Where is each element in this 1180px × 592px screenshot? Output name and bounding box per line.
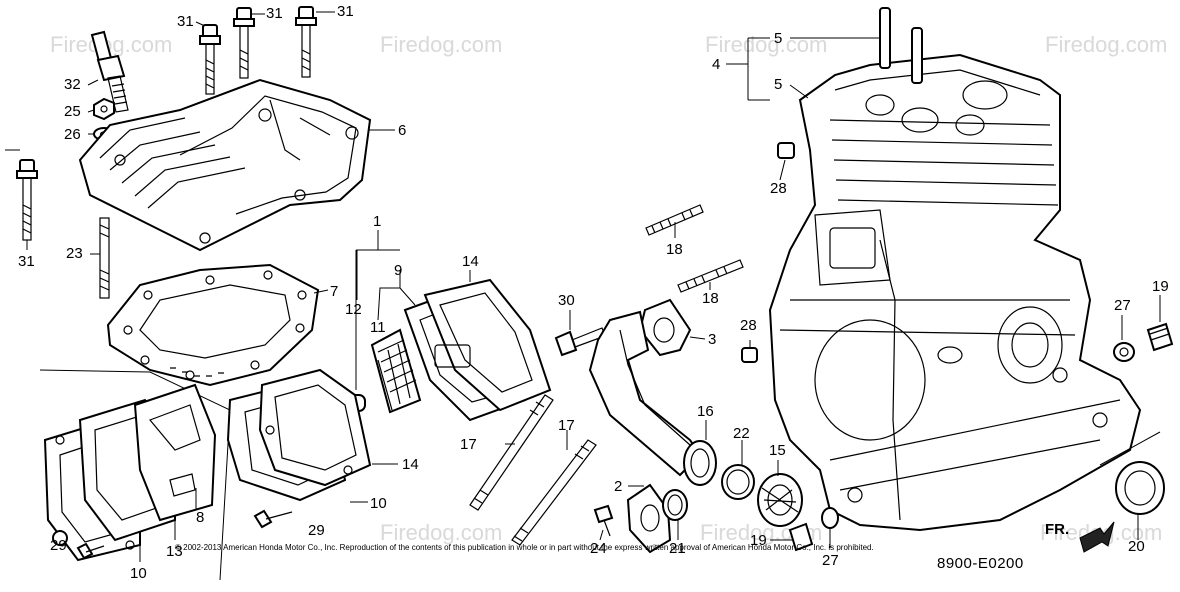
callout-26: 26 — [64, 126, 81, 143]
stud-17-a-drawing — [469, 394, 554, 511]
callout-29: 29 — [308, 522, 325, 539]
callout-7: 7 — [330, 283, 338, 300]
screw-24-drawing — [593, 504, 614, 537]
callout-31: 31 — [177, 13, 194, 30]
callout-18: 18 — [702, 290, 719, 307]
callout-14: 14 — [402, 456, 419, 473]
callout-20: 20 — [1128, 538, 1145, 555]
rocker-cover-drawing — [78, 78, 372, 252]
bolt-31-a-drawing — [199, 24, 221, 95]
callout-28: 28 — [770, 180, 787, 197]
callout-32: 32 — [64, 76, 81, 93]
o-ring-21-inner — [667, 494, 683, 516]
spark-plug-drawing — [90, 30, 129, 113]
watermark: Firedog.com — [50, 32, 172, 57]
nut-hole — [100, 105, 108, 113]
callout-17: 17 — [460, 436, 477, 453]
callout-11: 11 — [370, 319, 386, 336]
stud-17-b-drawing — [511, 439, 597, 546]
crankcase-drawing — [768, 53, 1142, 532]
callout-27: 27 — [1114, 297, 1131, 314]
gasket-2-drawing — [626, 483, 672, 554]
stud-18-a-drawing — [645, 204, 704, 236]
callout-19: 19 — [750, 532, 767, 549]
callout-15: 15 — [769, 442, 786, 459]
intake-pipe-drawing — [588, 310, 717, 486]
callout-13: 13 — [166, 543, 183, 560]
oil-cap-drawing — [757, 473, 803, 527]
head-gasket-drawing — [106, 263, 320, 387]
watermark: Firedog.com — [380, 520, 502, 545]
stud-18-b-drawing — [677, 259, 744, 293]
callout-14: 14 — [462, 253, 479, 270]
bolt-29-a-drawing — [52, 530, 105, 560]
callout-12: 12 — [345, 301, 362, 318]
callout-31: 31 — [18, 253, 35, 270]
callout-9: 9 — [394, 262, 402, 279]
callout-22: 22 — [733, 425, 750, 442]
callout-4: 4 — [712, 56, 720, 73]
callout-31: 31 — [266, 5, 283, 22]
callout-28: 28 — [740, 317, 757, 334]
callout-5: 5 — [774, 30, 782, 47]
callout-6: 6 — [398, 122, 406, 139]
callout-27: 27 — [822, 552, 839, 569]
front-direction-arrow: FR. — [1045, 521, 1115, 553]
washer-27-b-drawing — [1113, 342, 1135, 362]
callout-5: 5 — [774, 76, 782, 93]
callout-23: 23 — [66, 245, 83, 262]
breather-center-drawing — [226, 278, 552, 502]
breather-cover-left-drawing — [43, 383, 217, 562]
callout-10: 10 — [370, 495, 387, 512]
bolt-31-c-drawing — [295, 6, 317, 78]
callout-30: 30 — [558, 292, 575, 309]
washer-27-a-drawing — [821, 507, 839, 529]
nut-drawing — [93, 97, 115, 121]
dash-line — [1099, 431, 1161, 466]
callout-16: 16 — [697, 403, 714, 420]
o-ring-22-inner — [726, 469, 750, 495]
callout-25: 25 — [64, 103, 81, 120]
bolt-31-b-drawing — [233, 7, 255, 79]
front-label: FR. — [1045, 521, 1069, 538]
cylinder-stud — [911, 27, 923, 84]
leader-lines — [26, 11, 1161, 562]
copyright-notice: © 2002-2013 American Honda Motor Co., In… — [175, 543, 874, 552]
dowel-28-a-drawing — [777, 142, 795, 159]
plug-19-b-drawing — [1146, 322, 1174, 352]
washer-27-b-hole — [1119, 347, 1129, 357]
callout-17: 17 — [558, 417, 575, 434]
dowel-28-b-drawing — [741, 347, 758, 363]
callout-10: 10 — [130, 565, 147, 582]
cylinder-stud — [879, 7, 891, 69]
bolt-29-b-drawing — [253, 509, 293, 529]
callout-1: 1 — [373, 213, 381, 230]
bolt-31-d-drawing — [16, 159, 38, 241]
o-ring-21-drawing — [662, 489, 688, 521]
watermark: Firedog.com — [1045, 32, 1167, 57]
callout-21: 21 — [669, 540, 686, 557]
callout-2: 2 — [614, 478, 622, 495]
watermark: Firedog.com — [380, 32, 502, 57]
watermark: Firedog.com — [705, 32, 827, 57]
callout-8: 8 — [196, 509, 204, 526]
plug-19-a-drawing — [788, 522, 814, 552]
callout-18: 18 — [666, 241, 683, 258]
stud-23-drawing — [99, 217, 110, 299]
callout-31: 31 — [337, 3, 354, 20]
drawing-code: 8900-E0200 — [937, 555, 1024, 572]
callout-24: 24 — [590, 540, 607, 557]
callout-3: 3 — [708, 331, 716, 348]
callout-19: 19 — [1152, 278, 1169, 295]
callout-29: 29 — [50, 537, 67, 554]
callouts: 31 31 31 32 25 26 6 31 23 7 1 9 12 11 14… — [18, 3, 1169, 582]
oil-seal-drawing — [1115, 461, 1165, 515]
